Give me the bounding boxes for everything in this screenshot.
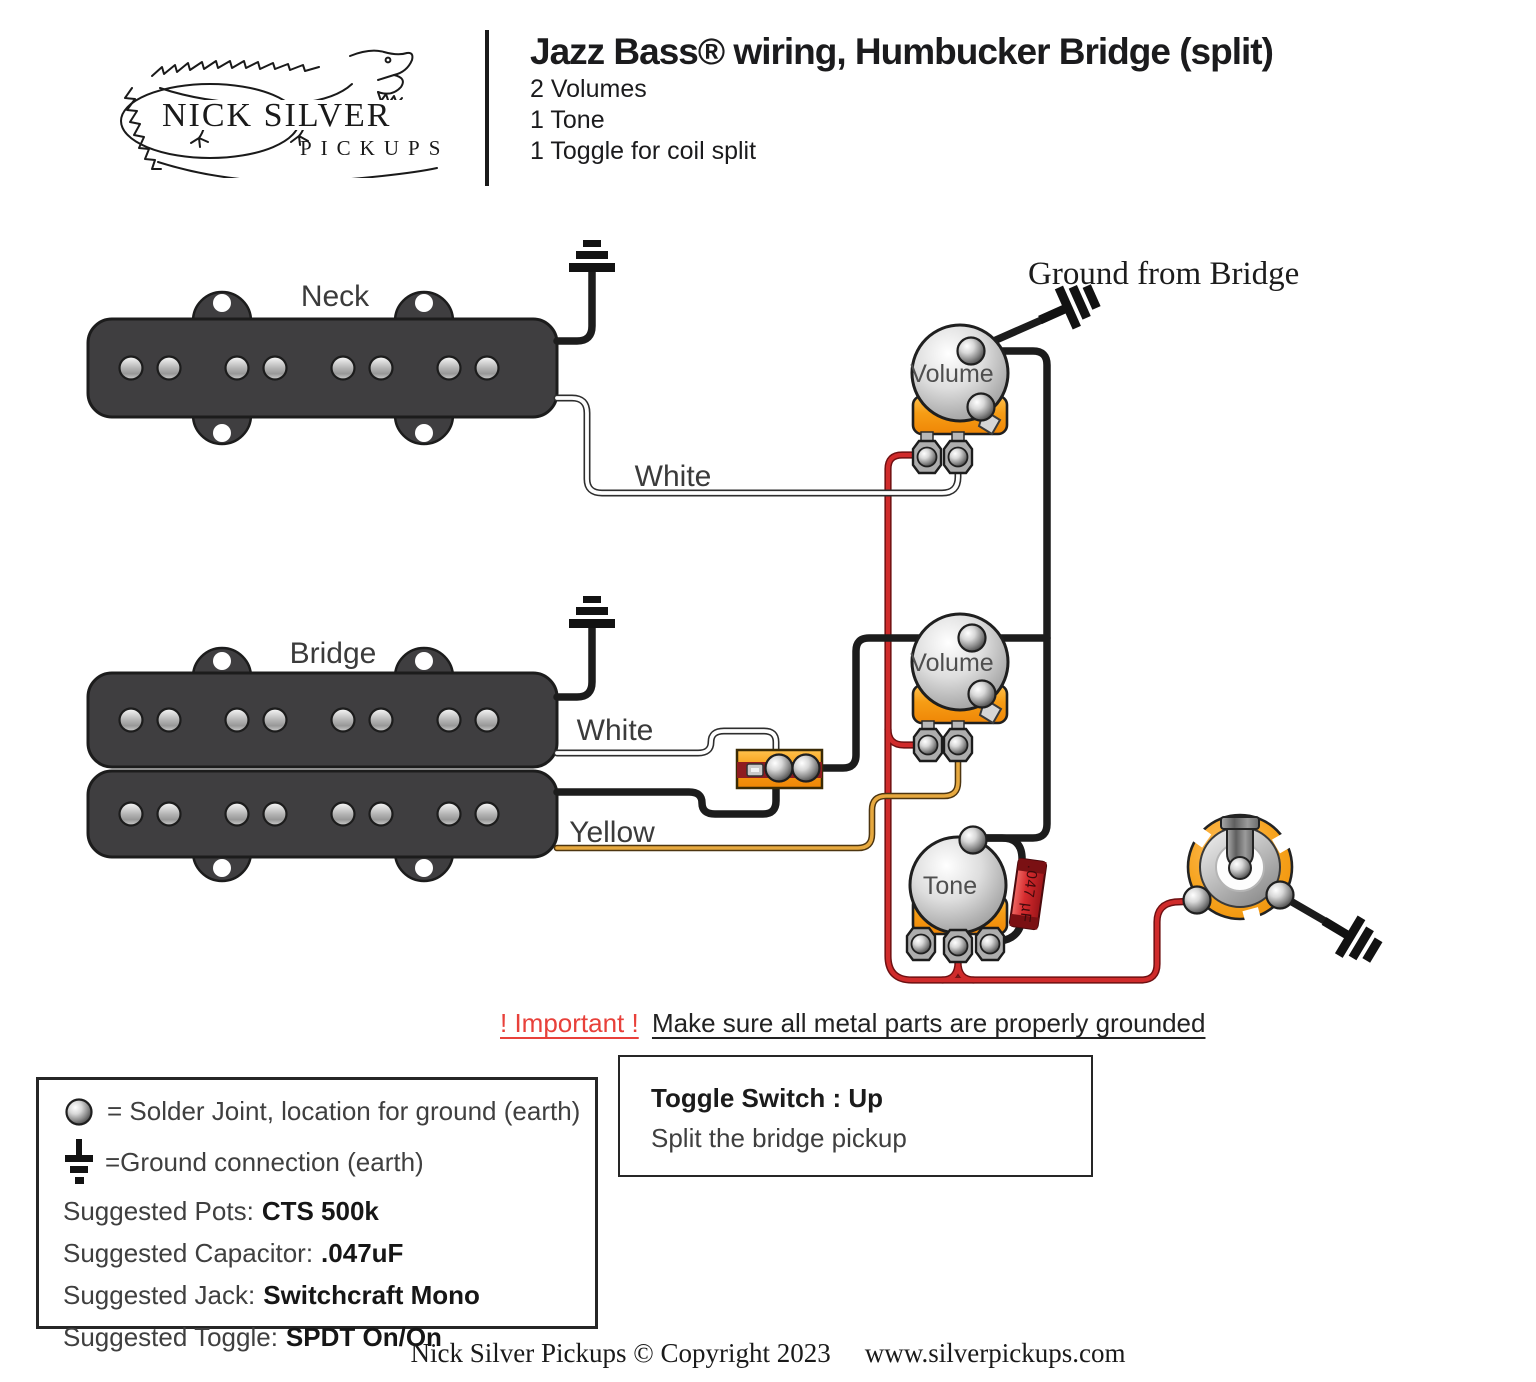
bridge-pickup: [86, 646, 559, 883]
footer: Nick Silver Pickups © Copyright 2023 www.…: [0, 1338, 1536, 1369]
legend-suggested-pots: Suggested Pots: CTS 500k: [63, 1196, 595, 1227]
solder-joint: [764, 753, 794, 783]
neck-pickup-label: Neck: [301, 280, 370, 313]
pot-lug: [911, 439, 943, 475]
suggestion-value: Switchcraft Mono: [263, 1280, 480, 1310]
solder-joint: [791, 753, 821, 783]
ground-icon: [63, 1139, 95, 1185]
logo-name: NICK SILVER: [162, 97, 392, 134]
legend-suggested-capacitor: Suggested Capacitor: .047uF: [63, 1238, 595, 1269]
solder-joint: [966, 392, 996, 422]
important-prefix: ! Important !: [500, 1008, 639, 1038]
footer-copyright: Nick Silver Pickups © Copyright 2023: [410, 1338, 831, 1368]
suggestion-label: Suggested Toggle:: [63, 1322, 278, 1352]
logo-text-backplate: [152, 100, 438, 130]
pot-lug: [942, 727, 974, 763]
bridge-pole-pieces: [118, 707, 500, 827]
ground-icon-jack: [1312, 902, 1388, 972]
pot-lug: [974, 926, 1006, 962]
jack-tip: [1220, 816, 1260, 880]
subtitle-tone: 1 Tone: [530, 106, 605, 134]
subtitle-toggle: 1 Toggle for coil split: [530, 137, 757, 165]
important-note: ! Important ! Make sure all metal parts …: [500, 1008, 1205, 1039]
neck-pole-pieces: [118, 355, 500, 381]
white-wires: [553, 394, 962, 761]
toggle-info-box: Toggle Switch : Up Split the bridge pick…: [618, 1055, 1093, 1177]
neck-pickup: [86, 290, 559, 446]
suggestion-value: SPDT On/On: [285, 1322, 442, 1352]
volume1-pot: Volume: [910, 323, 1010, 475]
solder-joint: [957, 623, 987, 653]
suggestion-value: CTS 500k: [261, 1196, 379, 1226]
capacitor: .047 µF: [1008, 857, 1048, 931]
footer-website: www.silverpickups.com: [864, 1338, 1126, 1368]
legend-ground-text: =Ground connection (earth): [105, 1146, 424, 1177]
suggestion-value: .047uF: [321, 1238, 404, 1268]
solder-joint: [958, 825, 988, 855]
solder-joint: [1265, 880, 1295, 910]
ground-icon-neck: [569, 240, 615, 272]
output-jack: [1182, 813, 1388, 972]
pot-lug: [942, 928, 974, 964]
suggestion-label: Suggested Jack:: [63, 1280, 256, 1310]
volume2-label: Volume: [910, 649, 993, 677]
title-block: Jazz Bass® wiring, Humbucker Bridge (spl…: [530, 30, 1430, 167]
tone-pot: Tone: [905, 825, 1009, 964]
legend-ground-row: =Ground connection (earth): [63, 1139, 595, 1185]
subtitle-volumes: 2 Volumes: [530, 75, 647, 103]
logo-subname: PICKUPS: [300, 136, 449, 160]
legend-solder-joint-text: = Solder Joint, location for ground (ear…: [107, 1096, 581, 1126]
toggle-info-title: Toggle Switch : Up: [651, 1083, 884, 1113]
solder-joint: [956, 336, 986, 366]
legend-suggested-jack: Suggested Jack: Switchcraft Mono: [63, 1280, 595, 1311]
ground-icon-bridge: [569, 596, 615, 628]
red-wires: [884, 451, 1200, 984]
neck-white-wire-label: White: [635, 460, 712, 493]
toggle-info-description: Split the bridge pickup: [651, 1123, 907, 1153]
legend-solder-joint-row: = Solder Joint, location for ground (ear…: [63, 1096, 595, 1127]
legend-box: = Solder Joint, location for ground (ear…: [36, 1077, 598, 1352]
solder-joint: [1182, 885, 1212, 915]
solder-joint-icon: [63, 1097, 97, 1127]
brand-logo: NICK SILVER PICKUPS: [120, 49, 449, 178]
yellow-wire: [553, 744, 962, 852]
pot-lug: [942, 439, 974, 475]
solder-joint: [967, 679, 997, 709]
coil-split-toggle-switch: [735, 748, 824, 790]
header-divider: [485, 30, 489, 186]
ground-from-bridge-label: Ground from Bridge: [1028, 256, 1299, 292]
tone-label: Tone: [923, 872, 977, 900]
suggestion-label: Suggested Pots:: [63, 1196, 254, 1226]
volume2-pot: Volume: [910, 612, 1010, 763]
pot-lug: [912, 727, 944, 763]
legend-suggested-toggle: Suggested Toggle: SPDT On/On: [63, 1322, 595, 1353]
bridge-yellow-wire-label: Yellow: [569, 816, 655, 849]
page-title: Jazz Bass® wiring, Humbucker Bridge (spl…: [530, 31, 1274, 72]
bridge-white-wire-label: White: [577, 714, 654, 747]
pot-lug: [905, 926, 937, 962]
volume1-label: Volume: [910, 360, 993, 388]
suggestion-label: Suggested Capacitor:: [63, 1238, 314, 1268]
bridge-pickup-label: Bridge: [290, 637, 377, 670]
important-message: Make sure all metal parts are properly g…: [651, 1008, 1206, 1038]
